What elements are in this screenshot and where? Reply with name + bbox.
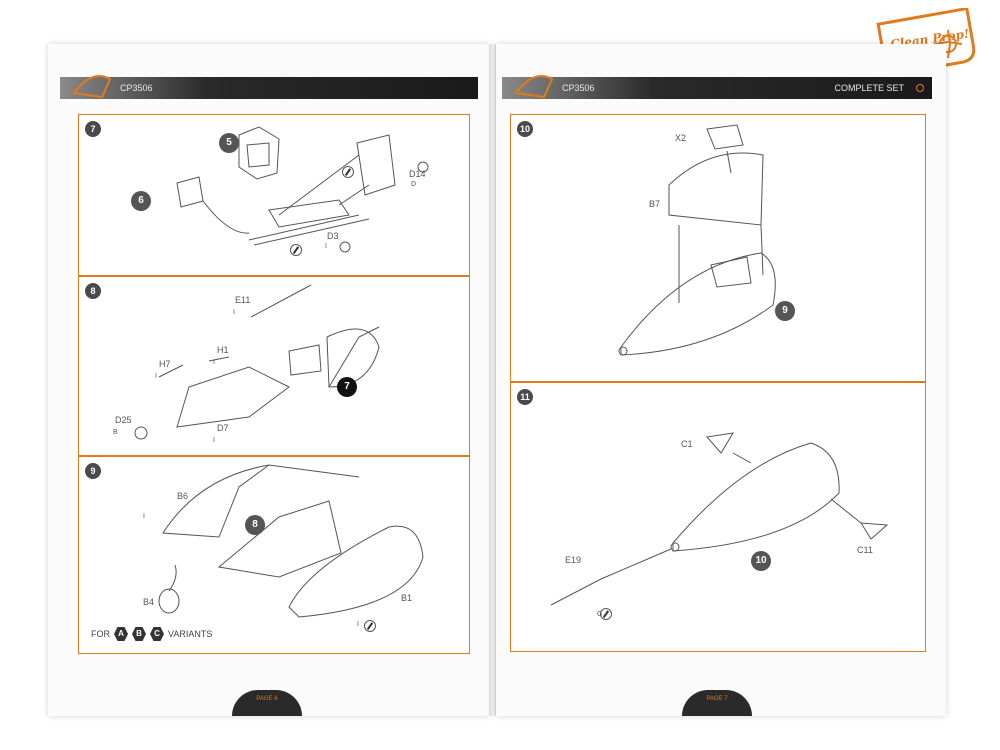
sub-assembly-badge: 7: [337, 377, 357, 397]
part-label: D3: [327, 231, 339, 241]
glue-count: D: [411, 181, 417, 188]
page-number: PAGE 6: [256, 696, 278, 702]
sub-assembly-badge: 8: [245, 515, 265, 535]
brand-mini-logo-icon: [72, 75, 112, 99]
variant-note: FOR A B C VARIANTS: [91, 627, 212, 641]
sub-assembly-badge: 10: [751, 551, 771, 571]
part-label: B7: [649, 199, 661, 209]
kit-code: CP3506: [562, 83, 595, 93]
step-10-panel: 10 9 X2 B7: [510, 114, 926, 382]
page-number-tab: PAGE 7: [682, 690, 752, 716]
step-number: 7: [85, 121, 101, 137]
variant-badge-c: C: [150, 627, 164, 641]
glue-count: I: [155, 373, 157, 380]
variant-suffix: VARIANTS: [168, 629, 213, 639]
step-number: 11: [517, 389, 533, 405]
set-name: COMPLETE SET: [834, 83, 904, 93]
step-7-drawing: [176, 126, 429, 253]
variant-badge-a: A: [114, 627, 128, 641]
sub-assembly-badge: 5: [219, 133, 239, 153]
glue-icon: [364, 620, 376, 632]
kit-code: CP3506: [120, 83, 153, 93]
step-number: 9: [85, 463, 101, 479]
step-8-panel: 8 7 E11 H7 H1 D25 D7 I I I B I: [78, 276, 470, 456]
part-label: B6: [177, 491, 189, 501]
glue-icon: [600, 608, 612, 620]
page-header: CP3506 COMPLETE SET: [502, 75, 932, 99]
part-label: D14: [409, 169, 426, 179]
step-9-drawing: [158, 464, 424, 618]
ring-icon: [916, 84, 924, 92]
step-10-drawing: [618, 124, 776, 356]
brand-mini-logo-icon: [514, 75, 554, 99]
part-label: H7: [159, 359, 171, 369]
step-7-panel: 7 5 6 D14 D3 I D: [78, 114, 470, 276]
page-number: PAGE 7: [706, 696, 728, 702]
variant-badge-b: B: [132, 627, 146, 641]
glue-count: I: [325, 243, 327, 250]
step-8-drawing: [134, 284, 380, 440]
part-label: B4: [143, 597, 155, 607]
part-label: H1: [217, 345, 229, 355]
part-label: D25: [115, 415, 132, 425]
glue-count: I: [213, 359, 215, 366]
part-label: E19: [565, 555, 582, 565]
book-gutter: [489, 44, 497, 716]
sub-assembly-badge: 9: [775, 301, 795, 321]
glue-icon: [290, 244, 302, 256]
glue-count: I: [143, 513, 145, 520]
variant-prefix: FOR: [91, 629, 110, 639]
part-label: B1: [401, 593, 413, 603]
step-number: 8: [85, 283, 101, 299]
step-11-drawing: [550, 432, 889, 606]
glue-count: B: [113, 429, 118, 436]
part-label: E11: [235, 295, 251, 305]
glue-count: I: [233, 309, 235, 316]
glue-count: I: [357, 621, 359, 628]
step-number: 10: [517, 121, 533, 137]
glue-count: I: [213, 437, 215, 444]
instruction-page-right: CP3506 COMPLETE SET 10 9 X2 B7 11: [496, 44, 946, 716]
page-number-tab: PAGE 6: [232, 690, 302, 716]
step-11-panel: 11 10 C1 C11 E19 G: [510, 382, 926, 652]
glue-icon: [342, 166, 354, 178]
step-9-panel: 9 8 B6 B4 B1 I I FOR A B C VARIANTS: [78, 456, 470, 654]
page-header: CP3506: [60, 75, 478, 99]
part-label: X2: [675, 133, 687, 143]
sub-assembly-badge: 6: [131, 191, 151, 211]
instruction-page-left: CP3506 7 5 6 D14 D3 I D 8: [48, 44, 490, 716]
part-label: C11: [857, 545, 873, 555]
part-label: D7: [217, 423, 229, 433]
part-label: C1: [681, 439, 693, 449]
